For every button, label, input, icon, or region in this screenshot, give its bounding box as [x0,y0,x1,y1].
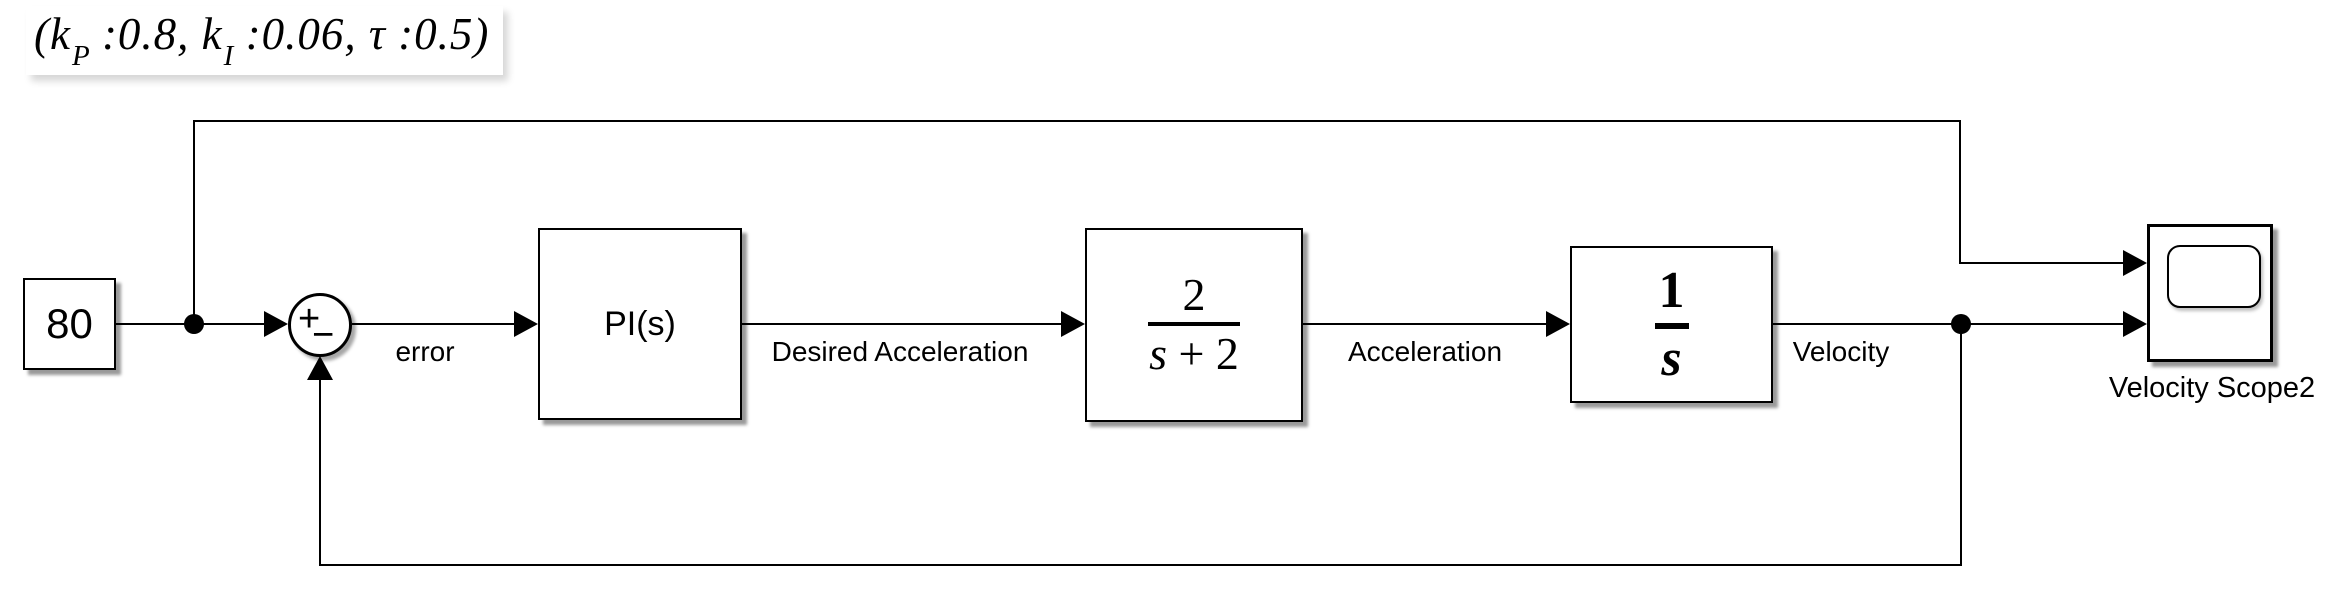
scope-block[interactable] [2147,224,2273,362]
sum-minus-sign: − [312,314,335,356]
fraction-bar [1654,322,1689,329]
wire-reference-riser[interactable] [193,120,195,324]
integrator-denominator: s [1661,329,1682,387]
integrator-expression: 1 s [1654,261,1689,387]
signal-label-acceleration: Acceleration [1347,336,1503,367]
wire-plant-to-integrator[interactable] [1303,323,1548,325]
sum-plus-sign: + [298,298,321,340]
signal-label-error: error [395,336,455,367]
scope-block-name: Velocity Scope2 [2108,372,2316,404]
signal-label-velocity: Velocity [1792,336,1890,367]
arrowhead-sum-input [264,311,288,337]
arrowhead-sum-feedback-input [307,356,333,380]
wire-integrator-to-scope[interactable] [1773,323,2125,325]
wire-feedback-riser[interactable] [319,378,321,566]
wire-sum-to-pi[interactable] [352,323,516,325]
arrowhead-pi-input [514,311,538,337]
transfer-fcn-denominator: s + 2 [1149,327,1239,379]
branch-dot-reference [184,314,204,334]
arrowhead-scope-input1 [2123,250,2147,276]
pi-controller-label: PI(s) [604,304,676,343]
constant-value: 80 [46,300,93,347]
parameter-annotation[interactable]: (kP :0.8, kI :0.06, τ :0.5) [26,6,504,75]
branch-dot-velocity [1951,314,1971,334]
transfer-fcn-expression: 2 s + 2 [1148,268,1240,380]
sum-junction[interactable]: + − [288,293,352,357]
pi-controller-block[interactable]: PI(s) [538,228,742,420]
arrowhead-integrator-input [1546,311,1570,337]
transfer-fcn-block[interactable]: 2 s + 2 [1085,228,1303,422]
wire-feedback-drop[interactable] [1960,324,1962,566]
arrowhead-scope-input2 [2123,311,2147,337]
constant-block[interactable]: 80 [23,278,116,370]
arrowhead-plant-input [1061,311,1085,337]
wire-reference-drop[interactable] [1959,120,1961,264]
signal-label-desired-acceleration: Desired Acceleration [771,336,1029,367]
integrator-numerator: 1 [1658,261,1685,319]
integrator-block[interactable]: 1 s [1570,246,1773,403]
wire-reference-top-rail[interactable] [193,120,1961,122]
transfer-fcn-numerator: 2 [1182,268,1206,320]
wire-feedback-bottom-rail[interactable] [319,564,1961,566]
scope-screen-icon [2167,245,2261,308]
wire-reference-to-scope[interactable] [1960,262,2125,264]
fraction-bar [1148,321,1240,326]
wire-pi-to-plant[interactable] [742,323,1063,325]
